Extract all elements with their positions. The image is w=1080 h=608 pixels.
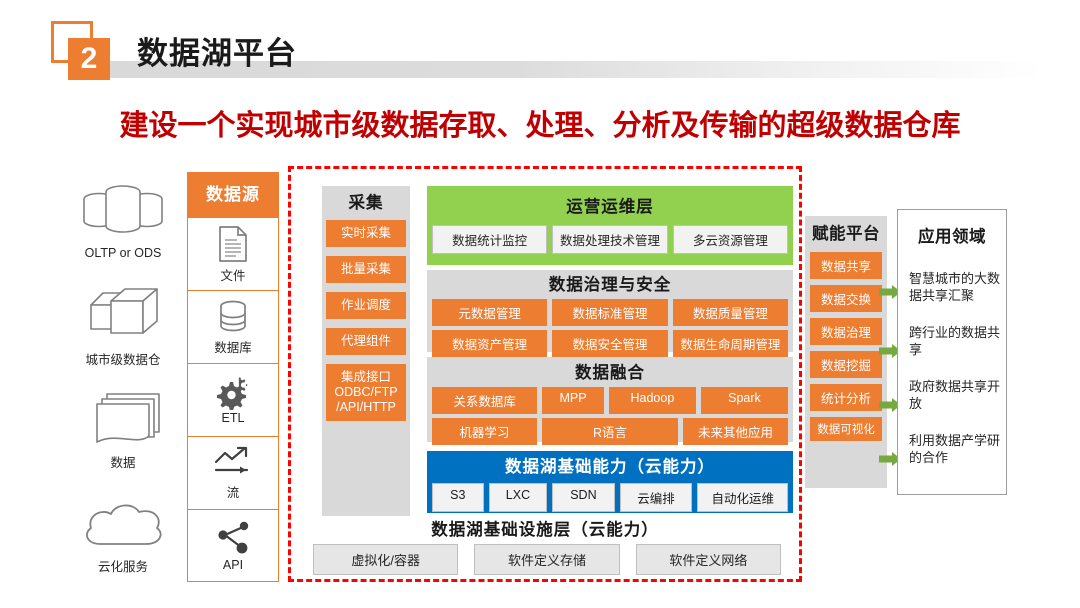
governance-layer: 数据治理与安全 元数据管理 数据标准管理 数据质量管理 数据资产管理 数据安全管… bbox=[427, 270, 793, 357]
chip-machine-learning[interactable]: 机器学习 bbox=[432, 418, 537, 445]
chip-data-asset-mgmt[interactable]: 数据资产管理 bbox=[432, 330, 548, 357]
application-item-cross-industry[interactable]: 跨行业的数据共享 bbox=[909, 325, 1001, 357]
chip-automated-ops[interactable]: 自动化运维 bbox=[697, 483, 789, 512]
application-item-government-open[interactable]: 政府数据共享开放 bbox=[909, 379, 1001, 411]
application-domain-title: 应用领域 bbox=[918, 228, 986, 246]
data-source-label: ETL bbox=[221, 410, 245, 425]
fusion-row-2: 机器学习 R语言 未来其他应用 bbox=[427, 418, 793, 450]
data-lake-base-capability-layer: 数据湖基础能力（云能力） S3 LXC SDN 云编排 自动化运维 bbox=[427, 451, 793, 513]
enabling-item-data-mining[interactable]: 数据挖掘 bbox=[810, 351, 882, 378]
illustration-caption: 云化服务 bbox=[97, 560, 148, 574]
operations-layer-title: 运营运维层 bbox=[566, 198, 654, 216]
infrastructure-chips: 虚拟化/容器 软件定义存储 软件定义网络 bbox=[313, 544, 781, 575]
operations-layer: 运营运维层 数据统计监控 数据处理技术管理 多云资源管理 bbox=[427, 186, 793, 265]
illustration-data: 数据 bbox=[62, 388, 184, 471]
chip-mpp[interactable]: MPP bbox=[542, 387, 604, 414]
share-nodes-icon bbox=[218, 521, 249, 553]
database-icon bbox=[220, 300, 246, 332]
stacked-pages-icon bbox=[96, 393, 160, 443]
application-domain-panel: 应用领域 智慧城市的大数据共享汇聚 跨行业的数据共享 政府数据共享开放 利用数据… bbox=[897, 209, 1007, 495]
chip-data-security-mgmt[interactable]: 数据安全管理 bbox=[552, 330, 668, 357]
governance-row-1: 元数据管理 数据标准管理 数据质量管理 bbox=[427, 299, 793, 330]
enabling-item-data-governance[interactable]: 数据治理 bbox=[810, 318, 882, 345]
base-layer-chips: S3 LXC SDN 云编排 自动化运维 bbox=[427, 483, 793, 517]
chip-multicloud-resource-mgmt[interactable]: 多云资源管理 bbox=[672, 225, 788, 254]
flow-arrow-icon bbox=[879, 285, 901, 299]
data-source-item-api[interactable]: API bbox=[188, 509, 278, 582]
collection-item-job-schedule[interactable]: 作业调度 bbox=[326, 292, 406, 319]
fusion-layer: 数据融合 关系数据库 MPP Hadoop Spark 机器学习 R语言 未来其… bbox=[427, 357, 793, 445]
chip-metadata-mgmt[interactable]: 元数据管理 bbox=[432, 299, 548, 326]
flow-arrow-icon bbox=[879, 452, 901, 466]
data-source-column: 数据源 文件 数据库 bbox=[187, 172, 279, 582]
chip-r-language[interactable]: R语言 bbox=[541, 418, 679, 445]
chip-software-defined-storage[interactable]: 软件定义存储 bbox=[474, 544, 620, 575]
header-number-badge: 2 bbox=[68, 38, 110, 80]
chip-data-quality-mgmt[interactable]: 数据质量管理 bbox=[672, 299, 788, 326]
illustration-caption: 数据 bbox=[110, 456, 136, 470]
data-source-header: 数据源 bbox=[188, 173, 278, 217]
data-source-item-file[interactable]: 文件 bbox=[188, 217, 278, 290]
enabling-platform-panel: 赋能平台 数据共享 数据交换 数据治理 数据挖掘 统计分析 数据可视化 bbox=[805, 216, 887, 488]
enabling-item-data-exchange[interactable]: 数据交换 bbox=[810, 285, 882, 312]
flow-arrow-icon bbox=[879, 344, 901, 358]
chip-future-other-apps[interactable]: 未来其他应用 bbox=[683, 418, 788, 445]
chip-data-standard-mgmt[interactable]: 数据标准管理 bbox=[552, 299, 668, 326]
chip-lxc[interactable]: LXC bbox=[488, 483, 548, 512]
chip-cloud-orchestration[interactable]: 云编排 bbox=[619, 483, 693, 512]
data-source-label: API bbox=[222, 557, 244, 572]
chip-sdn[interactable]: SDN bbox=[552, 483, 615, 512]
flow-arrow-icon bbox=[879, 398, 901, 412]
chip-hadoop[interactable]: Hadoop bbox=[608, 387, 696, 414]
page-title: 数据湖平台 bbox=[137, 36, 297, 71]
data-source-label: 文件 bbox=[220, 269, 246, 283]
page-subtitle: 建设一个实现城市级数据存取、处理、分析及传输的超级数据仓库 bbox=[119, 110, 961, 142]
chip-data-lifecycle-mgmt[interactable]: 数据生命周期管理 bbox=[672, 330, 788, 357]
illustration-caption: 城市级数据仓 bbox=[85, 353, 161, 367]
chip-data-processing-tech-mgmt[interactable]: 数据处理技术管理 bbox=[552, 225, 668, 254]
gears-icon bbox=[217, 377, 248, 410]
governance-layer-title: 数据治理与安全 bbox=[548, 276, 672, 294]
chip-data-stat-monitor[interactable]: 数据统计监控 bbox=[432, 225, 548, 254]
data-source-item-stream[interactable]: 流 bbox=[188, 436, 278, 509]
fusion-row-1: 关系数据库 MPP Hadoop Spark bbox=[427, 387, 793, 418]
data-source-item-etl[interactable]: ETL bbox=[188, 363, 278, 436]
enabling-item-data-sharing[interactable]: 数据共享 bbox=[810, 252, 882, 279]
data-source-label: 数据库 bbox=[214, 341, 252, 355]
data-source-item-database[interactable]: 数据库 bbox=[188, 290, 278, 363]
base-layer-title: 数据湖基础能力（云能力） bbox=[505, 458, 715, 476]
chip-s3[interactable]: S3 bbox=[432, 483, 484, 512]
governance-row-2: 数据资产管理 数据安全管理 数据生命周期管理 bbox=[427, 330, 793, 362]
chip-software-defined-network[interactable]: 软件定义网络 bbox=[635, 544, 781, 575]
enabling-item-data-visualization[interactable]: 数据可视化 bbox=[810, 417, 882, 441]
collection-item-batch[interactable]: 批量采集 bbox=[326, 256, 406, 283]
collection-item-integration-interface[interactable]: 集成接口 ODBC/FTP /API/HTTP bbox=[326, 364, 406, 421]
operations-layer-chips: 数据统计监控 数据处理技术管理 多云资源管理 bbox=[427, 225, 793, 259]
application-item-industry-academia[interactable]: 利用数据产学研的合作 bbox=[909, 433, 1001, 465]
infrastructure-layer-title: 数据湖基础设施层（云能力） bbox=[431, 521, 659, 539]
illustration-oltp-ods: OLTP or ODS bbox=[62, 182, 184, 260]
header-underline-bar bbox=[82, 61, 1042, 78]
collection-item-realtime[interactable]: 实时采集 bbox=[326, 220, 406, 247]
database-cylinders-icon bbox=[83, 185, 163, 233]
application-item-smart-city[interactable]: 智慧城市的大数据共享汇聚 bbox=[909, 271, 1001, 303]
illustration-city-warehouse: 城市级数据仓 bbox=[62, 285, 184, 368]
file-icon bbox=[219, 226, 247, 262]
chip-virtualization-container[interactable]: 虚拟化/容器 bbox=[313, 544, 459, 575]
collection-column: 采集 实时采集 批量采集 作业调度 代理组件 集成接口 ODBC/FTP /AP… bbox=[322, 186, 410, 516]
data-source-label: 流 bbox=[226, 486, 240, 500]
enabling-item-statistical-analysis[interactable]: 统计分析 bbox=[810, 384, 882, 411]
data-warehouse-cube-icon bbox=[90, 288, 158, 334]
illustration-cloud-service: 云化服务 bbox=[62, 498, 184, 575]
collection-title: 采集 bbox=[348, 194, 384, 212]
fusion-layer-title: 数据融合 bbox=[575, 364, 645, 382]
illustration-caption: OLTP or ODS bbox=[84, 246, 162, 260]
chip-relational-db[interactable]: 关系数据库 bbox=[432, 387, 538, 414]
enabling-platform-title: 赋能平台 bbox=[812, 225, 880, 243]
cloud-icon bbox=[86, 504, 162, 545]
trend-arrow-icon bbox=[214, 446, 249, 474]
chip-spark[interactable]: Spark bbox=[700, 387, 788, 414]
collection-item-agent[interactable]: 代理组件 bbox=[326, 328, 406, 355]
